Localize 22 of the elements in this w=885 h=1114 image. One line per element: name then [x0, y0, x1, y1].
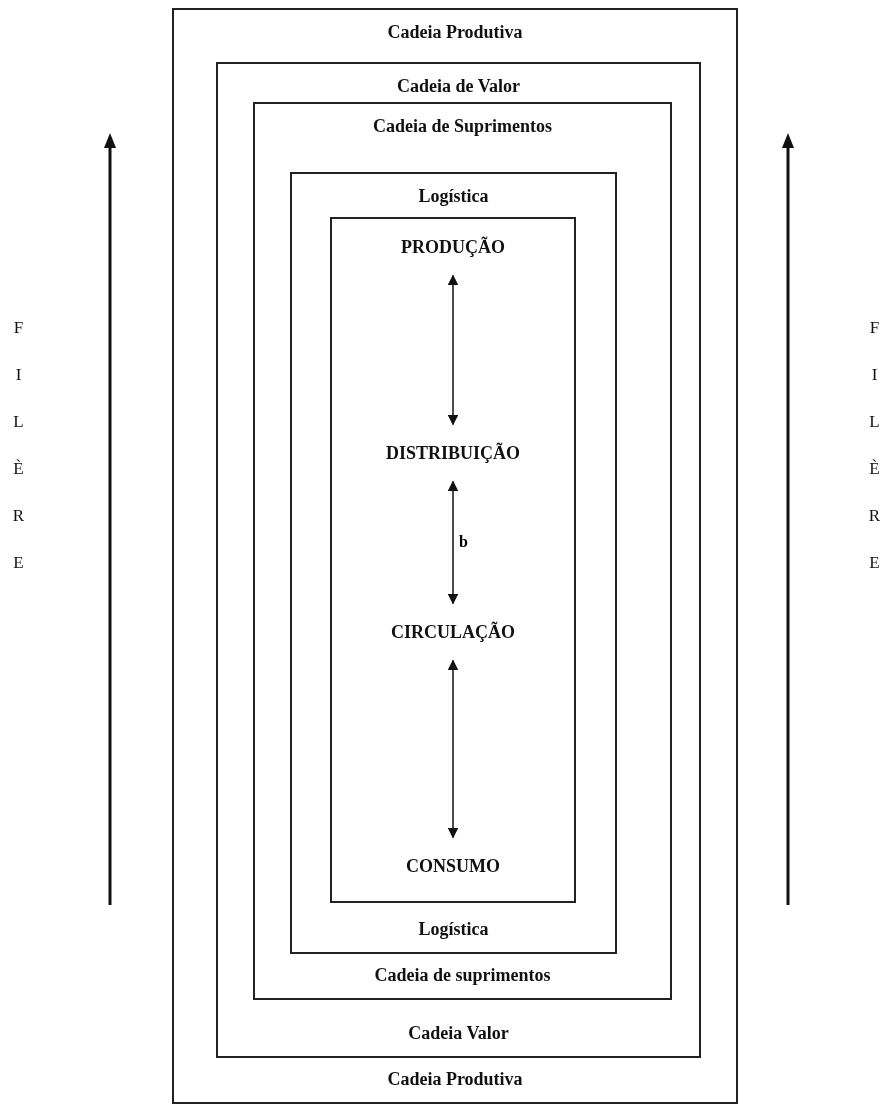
- frame-title: Cadeia de Valor: [397, 76, 520, 97]
- vertical-label: FILÈRE: [864, 318, 884, 600]
- double-arrow: [447, 274, 459, 426]
- frame-box: [172, 8, 738, 1104]
- frame-title: Cadeia Produtiva: [387, 22, 523, 43]
- frame-title: Cadeia de Suprimentos: [373, 116, 552, 137]
- frame-footer: Cadeia de suprimentos: [374, 965, 551, 986]
- frame-title: Logística: [418, 186, 489, 207]
- frame-box: [290, 172, 617, 954]
- frame-box: [253, 102, 672, 1000]
- vertical-label: FILÈRE: [8, 318, 28, 600]
- stage-label: CIRCULAÇÃO: [391, 621, 515, 643]
- stage-label: PRODUÇÃO: [401, 236, 505, 258]
- stage-label: DISTRIBUIÇÃO: [386, 442, 520, 464]
- double-arrow: [447, 659, 459, 839]
- frame-box: [330, 217, 576, 903]
- stage-label: CONSUMO: [406, 855, 500, 877]
- frame-footer: Cadeia Produtiva: [387, 1069, 523, 1090]
- frame-footer: Cadeia Valor: [408, 1023, 509, 1044]
- frame-footer: Logística: [418, 919, 489, 940]
- double-arrow: [447, 480, 459, 605]
- frame-box: [216, 62, 701, 1058]
